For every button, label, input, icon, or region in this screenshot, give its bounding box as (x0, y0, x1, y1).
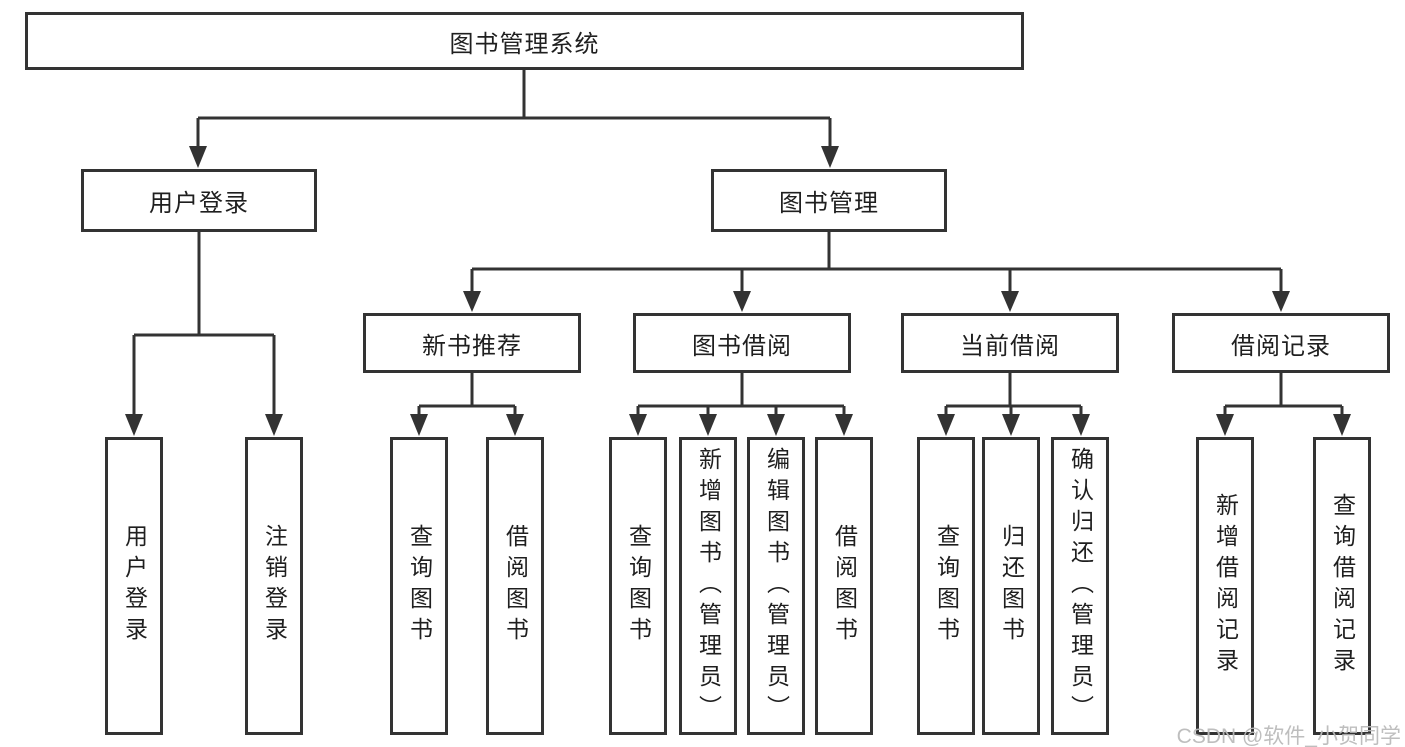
leaf-borrow-books-recommend-label: 借阅图书 (502, 524, 529, 648)
leaf-return-book-label: 归还图书 (998, 524, 1025, 648)
leaf-user-login: 用户登录 (105, 437, 163, 735)
leaf-query-borrow-record: 查询借阅记录 (1313, 437, 1371, 735)
node-book-borrowing-label: 图书借阅 (692, 332, 792, 360)
leaf-query-books-borrow: 查询图书 (609, 437, 667, 735)
leaf-user-login-label: 用户登录 (121, 524, 148, 648)
leaf-edit-book-admin-label: 编辑图书（管理员） (763, 446, 790, 726)
leaf-query-books-borrow-label: 查询图书 (625, 524, 652, 648)
node-root: 图书管理系统 (25, 12, 1024, 70)
node-user-login-label: 用户登录 (149, 190, 249, 217)
csdn-watermark: CSDN @软件_小贺同学 (1176, 725, 1401, 747)
leaf-confirm-return-admin: 确认归还（管理员） (1051, 437, 1109, 735)
node-root-label: 图书管理系统 (449, 30, 600, 58)
leaf-edit-book-admin: 编辑图书（管理员） (747, 437, 805, 735)
leaf-return-book: 归还图书 (982, 437, 1040, 735)
leaf-query-books-recommend: 查询图书 (390, 437, 448, 735)
node-new-book-recommend: 新书推荐 (363, 313, 581, 373)
node-book-borrowing: 图书借阅 (633, 313, 851, 373)
leaf-add-book-admin-label: 新增图书（管理员） (695, 446, 722, 726)
leaf-add-borrow-record: 新增借阅记录 (1196, 437, 1254, 735)
leaf-borrow-books-borrow-label: 借阅图书 (831, 524, 858, 648)
node-current-borrowing: 当前借阅 (901, 313, 1119, 373)
leaf-confirm-return-admin-label: 确认归还（管理员） (1067, 446, 1094, 726)
node-current-borrowing-label: 当前借阅 (960, 332, 1060, 360)
leaf-logout: 注销登录 (245, 437, 303, 735)
leaf-logout-label: 注销登录 (261, 524, 288, 648)
node-book-management-label: 图书管理 (779, 190, 879, 217)
leaf-query-books-current: 查询图书 (917, 437, 975, 735)
node-borrowing-records-label: 借阅记录 (1231, 332, 1331, 360)
leaf-query-books-recommend-label: 查询图书 (406, 524, 433, 648)
leaf-add-book-admin: 新增图书（管理员） (679, 437, 737, 735)
leaf-borrow-books-recommend: 借阅图书 (486, 437, 544, 735)
leaf-borrow-books-borrow: 借阅图书 (815, 437, 873, 735)
leaf-add-borrow-record-label: 新增借阅记录 (1212, 493, 1239, 679)
leaf-query-books-current-label: 查询图书 (933, 524, 960, 648)
node-new-book-recommend-label: 新书推荐 (422, 332, 522, 360)
node-borrowing-records: 借阅记录 (1172, 313, 1390, 373)
node-user-login: 用户登录 (81, 169, 317, 232)
arrowheads (125, 146, 1351, 436)
leaf-query-borrow-record-label: 查询借阅记录 (1329, 493, 1356, 679)
node-book-management: 图书管理 (711, 169, 947, 232)
